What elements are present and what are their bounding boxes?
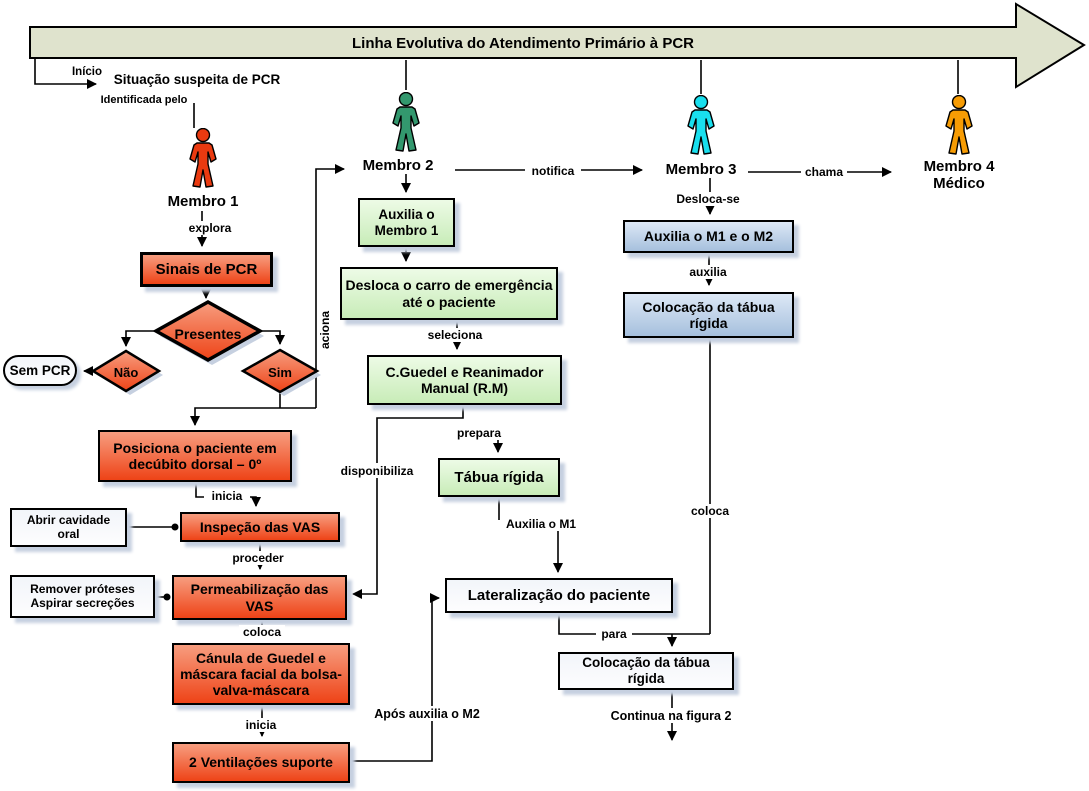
member-3-label: Membro 3 [665,161,737,178]
member-1-label: Membro 1 [167,193,239,210]
edge-label-explora: explora [184,221,236,235]
member-2-label: Membro 2 [362,157,434,174]
edge-label-para: para [596,627,632,641]
node-desloca-carro: Desloca o carro de emergência até o paci… [340,267,558,320]
edge-label-chama: chama [801,165,847,179]
node-lateralizacao-paciente: Lateralização do paciente [445,578,673,613]
node-abrir-cavidade-oral: Abrir cavidade oral [10,508,127,547]
start-label-situacao-suspeita: Situação suspeita de PCR [113,72,281,87]
person-icon-membro-1 [185,128,221,190]
edge-label-inicia-2: inicia [238,718,284,732]
edge-label-aciona: aciona [318,311,332,350]
edge-label-seleciona: seleciona [424,328,486,342]
edge-label-disponibiliza: disponibiliza [334,463,420,478]
member-4-line2: Médico [933,175,985,192]
edge-label-coloca-right: coloca [687,504,733,518]
edge-label-continua-figura-2: Continua na figura 2 [605,708,737,723]
decision-nao: Não [88,347,164,397]
decision-nao-label: Não [113,364,139,380]
node-colocacao-tabua-white: Colocação da tábua rígida [558,652,734,690]
decision-presentes-label: Presentes [174,326,242,342]
node-cguedel-reanimador: C.Guedel e Reanimador Manual (R.M) [367,355,562,405]
node-remover-proteses: Remover próteses Aspirar secreções [10,575,155,618]
node-tabua-rigida: Tábua rígida [438,458,560,497]
remover-line1: Remover próteses [30,581,135,596]
edge-label-inicia-1: inicia [204,489,250,503]
node-inspecao-vas: Inspeção das VAS [180,512,340,542]
timeline-banner [29,2,1086,89]
node-sem-pcr: Sem PCR [3,355,77,386]
node-sinais-de-pcr: Sinais de PCR [140,252,273,287]
remover-line2: Aspirar secreções [30,595,135,610]
node-2-ventilacoes: 2 Ventilações suporte [172,742,350,783]
person-icon-membro-3 [683,95,719,157]
node-colocacao-tabua-blue: Colocação da tábua rígida [623,292,794,338]
node-permeabilizacao-vas: Permeabilização das VAS [172,575,347,620]
start-label-identificada-pelo: Identificada pelo [100,93,188,106]
edge-label-desloca-se: Desloca-se [672,192,744,206]
member-4-line1: Membro 4 [923,158,995,175]
start-label-inicio: Início [64,65,110,78]
decision-sim-label: Sim [268,364,292,380]
edge-label-auxilia-o-m1: Auxilia o M1 [500,517,582,531]
edge-label-apos-auxilia-m2: Após auxilia o M2 [367,706,487,721]
edge-label-auxilia: auxilia [684,265,732,279]
node-auxilia-membro-1: Auxilia o Membro 1 [358,198,455,247]
edge-label-coloca-left: coloca [239,625,285,639]
edge-label-prepara: prepara [452,426,506,440]
member-4-label: Membro 4 Médico [903,158,1015,192]
decision-presentes: Presentes [151,298,265,370]
node-auxilia-m1-m2: Auxilia o M1 e o M2 [623,220,794,253]
node-canula-guedel: Cánula de Guedel e máscara facial da bol… [172,643,350,705]
edge-label-proceder: proceder [229,551,287,565]
banner-title: Linha Evolutiva do Atendimento Primário … [352,34,694,52]
person-icon-membro-4 [941,95,977,157]
decision-sim: Sim [238,346,322,398]
edge-label-notifica: notifica [525,164,581,178]
node-posiciona-paciente: Posiciona o paciente em decúbito dorsal … [98,430,292,482]
person-icon-membro-2 [388,92,424,154]
